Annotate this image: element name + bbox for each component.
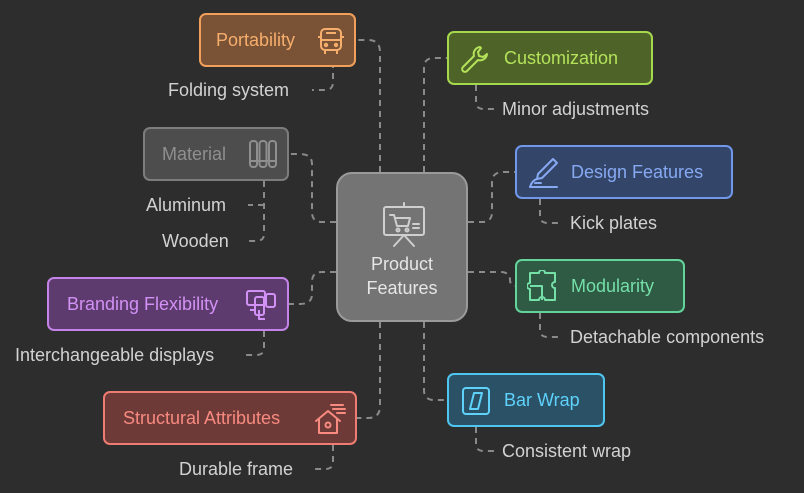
center-label-line2: Features (366, 278, 438, 298)
modularity-node[interactable]: Modularity (515, 259, 685, 313)
design-features-label: Design Features (571, 161, 704, 182)
puzzle-icon (527, 270, 556, 301)
portability-label: Portability (216, 29, 296, 50)
customization-node[interactable]: Customization (447, 31, 653, 85)
branding-flexibility-node[interactable]: Branding Flexibility (47, 277, 289, 331)
design-features-sub-1: Kick plates (570, 213, 658, 233)
design-features-node[interactable]: Design Features (515, 145, 733, 199)
portability-node[interactable]: Portability (199, 13, 356, 67)
displays-icon (246, 290, 276, 320)
product-features-node[interactable]: Product Features (336, 172, 468, 322)
modularity-sub-1: Detachable components (570, 327, 765, 347)
structural-attributes-sub-1: Durable frame (179, 459, 294, 479)
modularity-label: Modularity (571, 275, 655, 296)
material-node[interactable]: Material (143, 127, 289, 181)
drafting-pen-icon (529, 158, 558, 188)
structural-attributes-node[interactable]: Structural Attributes (103, 391, 357, 445)
structural-attributes-label: Structural Attributes (123, 407, 281, 428)
branding-flexibility-label: Branding Flexibility (67, 293, 219, 314)
bar-wrap-sub-1: Consistent wrap (502, 441, 632, 461)
presentation-cart-icon (383, 202, 425, 247)
wrench-icon (461, 46, 488, 73)
wrap-icon (462, 387, 490, 415)
customization-sub-1: Minor adjustments (502, 99, 650, 119)
branding-flexibility-sub-1: Interchangeable displays (15, 345, 215, 365)
center-label-line1: Product (370, 254, 434, 274)
material-sub-2: Wooden (162, 231, 229, 251)
material-sub-1: Aluminum (146, 195, 227, 215)
bar-wrap-label: Bar Wrap (504, 389, 580, 410)
bar-wrap-node[interactable]: Bar Wrap (447, 373, 605, 427)
pipes-icon (249, 140, 277, 168)
material-label: Material (162, 143, 227, 164)
customization-label: Customization (504, 47, 619, 68)
bus-icon (318, 28, 344, 54)
portability-sub-1: Folding system (168, 80, 290, 100)
house-icon (315, 404, 346, 434)
